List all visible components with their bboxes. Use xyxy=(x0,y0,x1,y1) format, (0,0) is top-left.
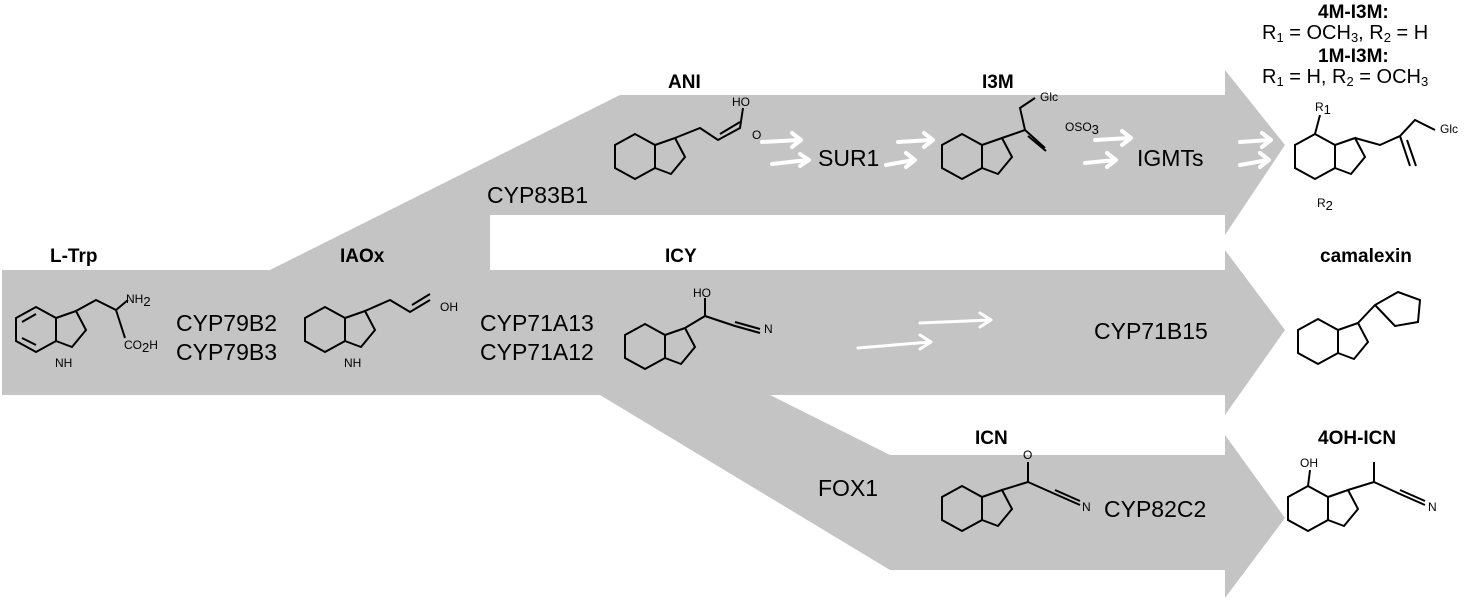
structure-iaox xyxy=(304,293,431,354)
atom-prod-r2: R2 xyxy=(1317,196,1333,213)
label-ltrp: L-Trp xyxy=(50,246,98,267)
structure-ani xyxy=(614,107,744,181)
enzyme-cyp79b2: CYP79B2 xyxy=(176,310,278,336)
arrows-cyp71b15 xyxy=(856,311,993,351)
atom-iaox-oh: OH xyxy=(440,300,458,314)
structure-oh-icn xyxy=(1287,462,1426,533)
atom-i3m-oso3: OSO3 xyxy=(1065,120,1099,137)
r-group-4m: R1 = OCH3, R2 = H xyxy=(1262,22,1429,45)
atom-iaox-nh: NH xyxy=(344,356,362,370)
label-oh-icn: 4OH-ICN xyxy=(1318,428,1397,449)
structure-i3m-product xyxy=(1294,114,1436,181)
atom-icy-ho: HO xyxy=(693,286,711,300)
atom-icy-n: N xyxy=(764,322,773,336)
label-camalexin: camalexin xyxy=(1320,246,1412,267)
arrows-sur1 xyxy=(760,131,935,169)
atom-prod-glc: Glc xyxy=(1440,122,1458,136)
enzyme-cyp71a12: CYP71A12 xyxy=(480,339,594,365)
structure-i3m xyxy=(941,97,1047,181)
band-trunk xyxy=(2,70,1285,598)
label-icy: ICY xyxy=(665,246,697,267)
label-icn: ICN xyxy=(975,428,1008,449)
arrows-igmts xyxy=(1083,129,1273,169)
structure-icy xyxy=(624,298,761,371)
label-i3m: I3M xyxy=(982,72,1014,93)
r-group-1m: R1 = H, R2 = OCH3 xyxy=(1262,66,1429,89)
atom-ani-o: O xyxy=(752,128,762,142)
enzyme-cyp71b15: CYP71B15 xyxy=(1094,318,1208,344)
enzyme-cyp82c2: CYP82C2 xyxy=(1104,496,1207,522)
enzyme-fox1: FOX1 xyxy=(818,475,879,501)
label-iaox: IAOx xyxy=(340,246,385,267)
atom-ltrp-nh2: NH2 xyxy=(126,292,151,309)
atom-ani-ho: HO xyxy=(732,95,750,109)
enzyme-sur1: SUR1 xyxy=(818,145,880,171)
structure-camalexin xyxy=(1297,290,1422,366)
atom-icn-o: O xyxy=(1023,448,1033,462)
enzyme-cyp79b3: CYP79B3 xyxy=(176,339,278,365)
atom-icn-n: N xyxy=(1082,500,1091,514)
enzyme-igmts: IGMTs xyxy=(1137,145,1204,171)
atom-prod-r1: R1 xyxy=(1315,100,1331,117)
structure-ltrp xyxy=(15,298,129,354)
atom-ltrp-nh: NH xyxy=(55,356,73,370)
enzyme-cyp71a13: CYP71A13 xyxy=(480,310,594,336)
enzyme-cyp83b1: CYP83B1 xyxy=(487,182,589,208)
atom-ohicn-n: N xyxy=(1428,500,1437,514)
label-4m-i3m: 4M-I3M: xyxy=(1318,2,1389,23)
label-1m-i3m: 1M-I3M: xyxy=(1318,46,1389,67)
label-ani: ANI xyxy=(668,72,701,93)
structure-icn xyxy=(941,462,1081,533)
atom-i3m-glc: Glc xyxy=(1040,90,1058,104)
atom-ohicn-oh: OH xyxy=(1300,456,1318,470)
atom-ltrp-co2h: CO2H xyxy=(124,338,158,355)
